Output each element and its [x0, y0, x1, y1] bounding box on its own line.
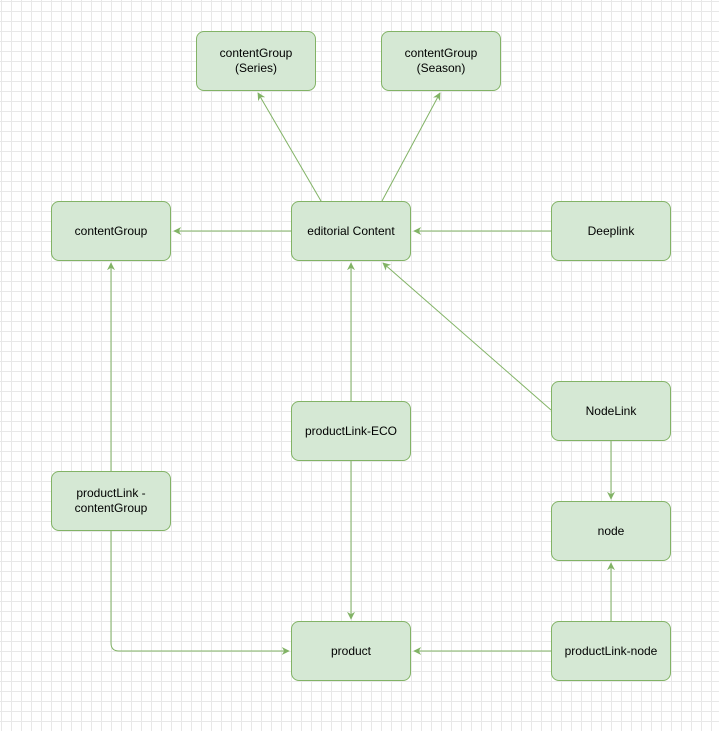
node-label: contentGroup (Series)	[219, 46, 293, 75]
node-label: productLink - contentGroup	[74, 486, 148, 515]
edge-editorial-to-series[interactable]	[257, 92, 322, 202]
node-productlink-eco[interactable]: productLink-ECO	[291, 401, 411, 461]
edge-nodelink-to-editorial[interactable]	[382, 262, 552, 411]
node-label: NodeLink	[585, 403, 637, 418]
node-label: productLink-node	[564, 643, 658, 658]
node-label: productLink-ECO	[304, 423, 398, 438]
node-product[interactable]: product	[291, 621, 411, 681]
node-productlink-node[interactable]: productLink-node	[551, 621, 671, 681]
node-editorial-content[interactable]: editorial Content	[291, 201, 411, 261]
node-contentgroup[interactable]: contentGroup	[51, 201, 171, 261]
node-nodelink[interactable]: NodeLink	[551, 381, 671, 441]
node-label: editorial Content	[307, 223, 395, 238]
node-label: Deeplink	[587, 223, 635, 238]
edge-editorial-to-season[interactable]	[381, 92, 441, 202]
node-productlink-contentgroup[interactable]: productLink - contentGroup	[51, 471, 171, 531]
node-label: node	[597, 523, 625, 538]
node-label: product	[330, 643, 372, 658]
node-contentgroup-series[interactable]: contentGroup (Series)	[196, 31, 316, 91]
node-label: contentGroup (Season)	[404, 46, 478, 75]
node-node[interactable]: node	[551, 501, 671, 561]
node-contentgroup-season[interactable]: contentGroup (Season)	[381, 31, 501, 91]
node-deeplink[interactable]: Deeplink	[551, 201, 671, 261]
edge-plcg-to-product[interactable]	[110, 531, 290, 655]
node-label: contentGroup	[74, 223, 148, 238]
